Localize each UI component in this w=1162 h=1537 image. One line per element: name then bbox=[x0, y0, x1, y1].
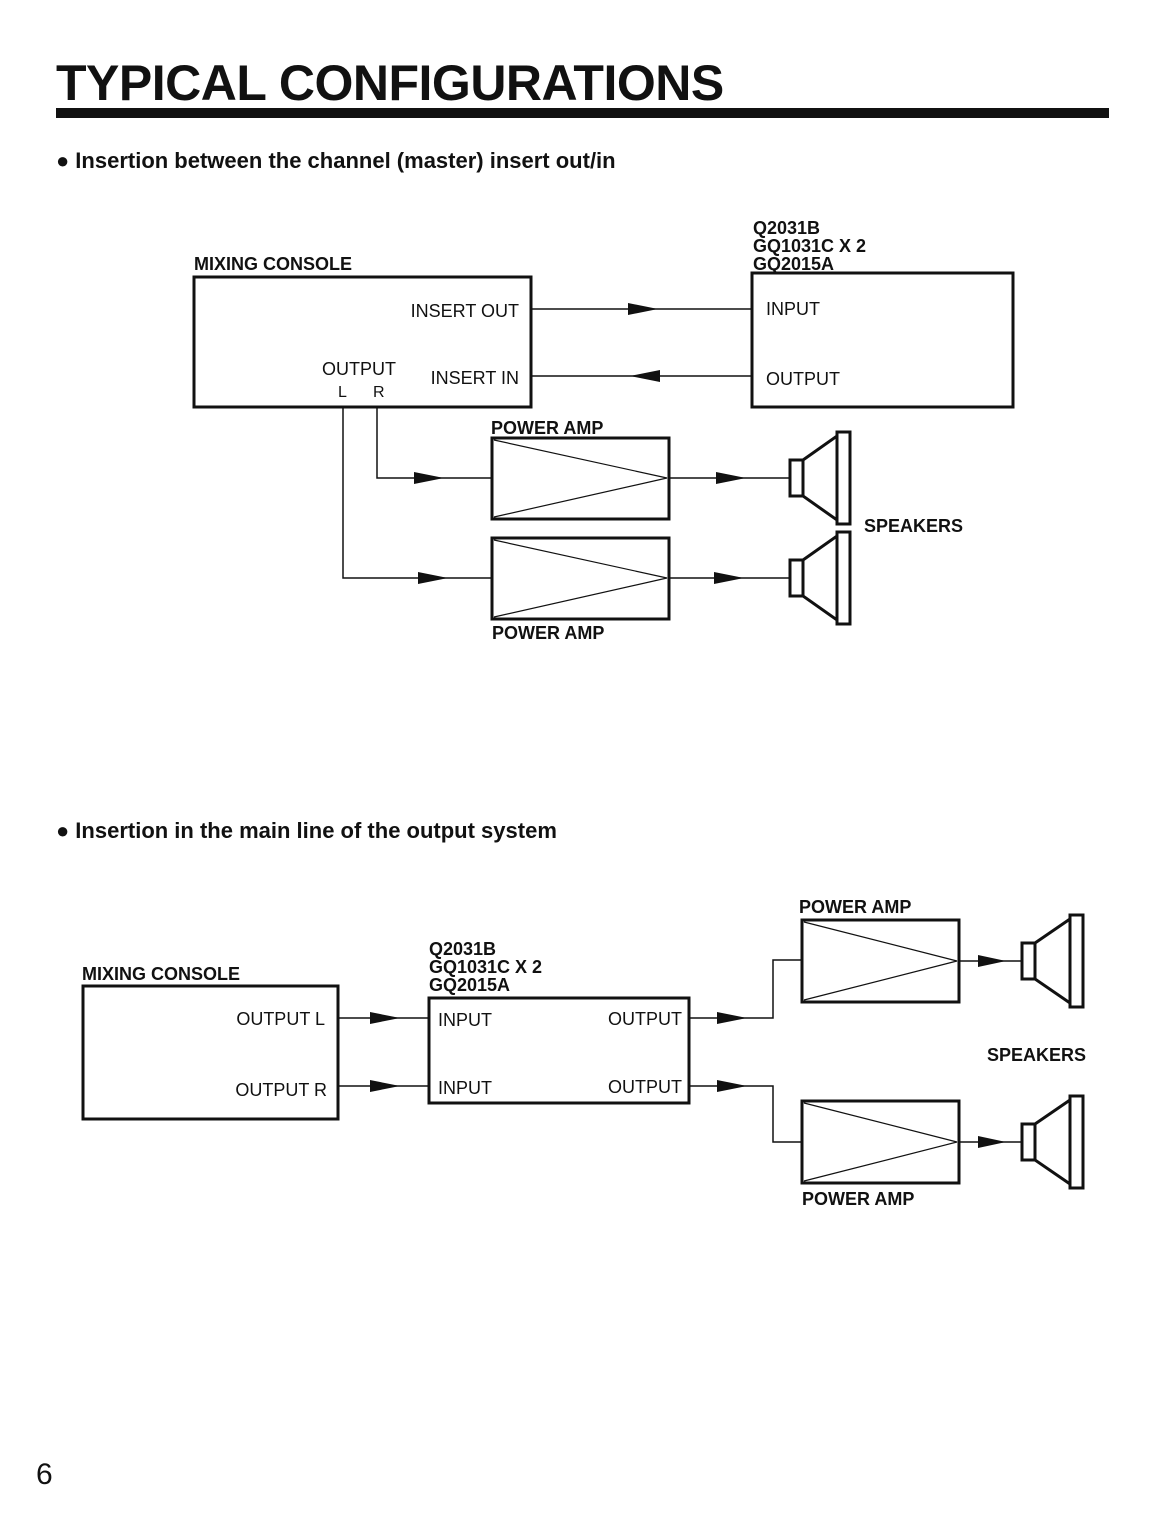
arrow-left-icon bbox=[630, 370, 660, 382]
output-r-label: R bbox=[373, 384, 385, 401]
mixing-console-label: MIXING CONSOLE bbox=[194, 254, 352, 274]
arrow-right-icon bbox=[714, 572, 744, 584]
arrow-right-icon bbox=[978, 1136, 1006, 1148]
device-model-3: GQ2015A bbox=[429, 975, 510, 995]
power-amp-bottom-label: POWER AMP bbox=[802, 1189, 914, 1209]
bullet-icon: ● bbox=[56, 148, 70, 173]
device-output-1-wire bbox=[689, 959, 802, 1019]
section1-heading-text: Insertion between the channel (master) i… bbox=[75, 148, 616, 173]
device-model-3: GQ2015A bbox=[753, 254, 834, 274]
arrow-right-icon bbox=[717, 1012, 747, 1024]
speakers-label: SPEAKERS bbox=[864, 516, 963, 536]
device-model-2: GQ1031C X 2 bbox=[753, 236, 866, 256]
device-model-1: Q2031B bbox=[429, 939, 496, 959]
page-number: 6 bbox=[36, 1458, 53, 1491]
bullet-icon: ● bbox=[56, 818, 70, 843]
mixing-console-box bbox=[81, 984, 340, 1121]
arrow-right-icon bbox=[418, 572, 448, 584]
output-l-label: OUTPUT L bbox=[236, 1009, 325, 1029]
speaker-icon bbox=[788, 530, 852, 626]
arrow-right-icon bbox=[370, 1012, 400, 1024]
insert-in-label: INSERT IN bbox=[431, 368, 519, 388]
insert-out-label: INSERT OUT bbox=[411, 301, 519, 321]
speaker-icon bbox=[1020, 913, 1085, 1009]
power-amp-bottom bbox=[490, 536, 671, 621]
device-input-label: INPUT bbox=[766, 299, 820, 319]
arrow-right-icon bbox=[717, 1080, 747, 1092]
power-amp-bottom-label: POWER AMP bbox=[492, 623, 604, 643]
arrow-right-icon bbox=[978, 955, 1006, 967]
device-output-2-label: OUTPUT bbox=[608, 1077, 682, 1097]
arrow-right-icon bbox=[414, 472, 444, 484]
device-input-1-label: INPUT bbox=[438, 1010, 492, 1030]
speaker-icon bbox=[1020, 1094, 1085, 1190]
device-model-1: Q2031B bbox=[753, 218, 820, 238]
arrow-right-icon bbox=[716, 472, 746, 484]
mixing-console-label: MIXING CONSOLE bbox=[82, 964, 240, 984]
power-amp-top bbox=[800, 918, 961, 1004]
device-model-2: GQ1031C X 2 bbox=[429, 957, 542, 977]
output-r-label: OUTPUT R bbox=[235, 1080, 327, 1100]
device-box bbox=[427, 996, 691, 1105]
output-l-label: L bbox=[338, 384, 347, 401]
speaker-icon bbox=[788, 430, 852, 526]
power-amp-top-label: POWER AMP bbox=[491, 418, 603, 438]
section2-heading: ●Insertion in the main line of the outpu… bbox=[56, 820, 557, 842]
section1-heading: ●Insertion between the channel (master) … bbox=[56, 150, 616, 172]
device-output-label: OUTPUT bbox=[766, 369, 840, 389]
power-amp-top-label: POWER AMP bbox=[799, 897, 911, 917]
section2-heading-text: Insertion in the main line of the output… bbox=[75, 818, 557, 843]
title-rule bbox=[56, 108, 1109, 118]
power-amp-top bbox=[490, 436, 671, 521]
device-output-2-wire bbox=[689, 1085, 802, 1143]
diagram-1: MIXING CONSOLE INSERT OUT INSERT IN OUTP… bbox=[192, 218, 1015, 643]
output-label: OUTPUT bbox=[322, 359, 396, 379]
mixing-console-box bbox=[192, 275, 533, 409]
output-l-wire bbox=[342, 407, 492, 579]
power-amp-bottom bbox=[800, 1099, 961, 1185]
arrow-right-icon bbox=[628, 303, 658, 315]
device-input-2-label: INPUT bbox=[438, 1078, 492, 1098]
page-title: TYPICAL CONFIGURATIONS bbox=[56, 55, 724, 111]
arrow-right-icon bbox=[370, 1080, 400, 1092]
output-r-wire bbox=[376, 407, 492, 479]
device-box bbox=[750, 271, 1015, 409]
speakers-label: SPEAKERS bbox=[987, 1045, 1086, 1065]
diagram-2: MIXING CONSOLE OUTPUT L OUTPUT R Q2031B … bbox=[81, 897, 1086, 1209]
device-output-1-label: OUTPUT bbox=[608, 1009, 682, 1029]
